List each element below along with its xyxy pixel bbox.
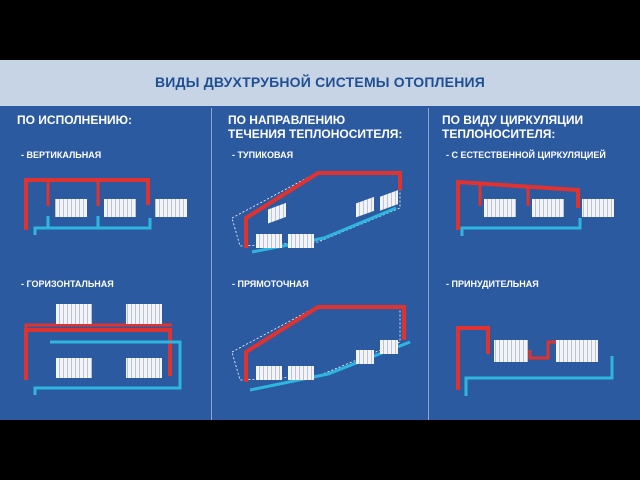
vertical-system-diagram [24,178,187,235]
diagrams-canvas [24,171,614,396]
supply-branch [24,323,172,330]
horizontal-system-diagram [24,304,182,395]
label-once-through: - ПРЯМОТОЧНАЯ [232,279,309,289]
return-pipe [464,356,614,396]
dead-end-system-diagram [231,171,402,254]
radiator [356,196,374,218]
label-forced: - ПРИНУДИТЕЛЬНАЯ [446,279,539,289]
label-dead-end: - ТУПИКОВАЯ [232,150,294,160]
column-divider-2 [428,108,429,420]
radiator [126,304,162,324]
radiator [380,190,398,211]
radiator [126,358,162,378]
radiator [582,199,614,217]
radiator [356,350,374,364]
label-vertical: - ВЕРТИКАЛЬНАЯ [21,150,102,160]
heading-circulation: ПО ВИДУ ЦИРКУЛЯЦИИ ТЕПЛОНОСИТЕЛЯ: [442,113,583,141]
radiator [494,340,528,362]
radiator [155,199,187,217]
radiator [556,340,598,362]
supply-pipe [24,328,172,380]
heading-line: ПО ВИДУ ЦИРКУЛЯЦИИ [442,113,584,127]
return-pipe [33,218,152,235]
label-natural: - С ЕСТЕСТВЕННОЙ ЦИРКУЛЯЦИЕЙ [446,150,606,160]
heading-line: ПО НАПРАВЛЕНИЮ [228,113,346,127]
radiator [56,304,92,324]
title-band: ВИДЫ ДВУХТРУБНОЙ СИСТЕМЫ ОТОПЛЕНИЯ [0,60,640,106]
label-horizontal: - ГОРИЗОНТАЛЬНАЯ [21,279,114,289]
supply-link [528,340,556,360]
radiator [256,366,282,380]
return-pipe [460,218,582,236]
supply-pipe [456,179,580,230]
radiator [256,234,282,248]
forced-circulation-diagram [456,326,614,396]
radiator [56,358,92,378]
letterbox-bottom [0,420,640,480]
supply-pipe [244,171,402,248]
radiator [55,199,87,217]
heading-line: ТЕЧЕНИЯ ТЕПЛОНОСИТЕЛЯ: [228,127,403,141]
natural-circulation-diagram [456,179,614,236]
radiator [268,202,286,224]
once-through-system-diagram [231,305,411,392]
supply-pipe [24,178,150,230]
column-divider-1 [211,108,212,420]
heading-line: ТЕПЛОНОСИТЕЛЯ: [442,127,556,141]
radiator [288,234,314,248]
page-title: ВИДЫ ДВУХТРУБНОЙ СИСТЕМЫ ОТОПЛЕНИЯ [154,74,486,90]
letterbox-top [0,0,640,60]
radiator [484,199,516,217]
heading-flow-direction: ПО НАПРАВЛЕНИЮ ТЕЧЕНИЯ ТЕПЛОНОСИТЕЛЯ: [228,113,402,141]
heading-execution: ПО ИСПОЛНЕНИЮ: [17,113,132,127]
supply-pipe [456,326,490,390]
radiator [380,340,398,354]
radiator [532,199,564,217]
radiator [288,366,314,380]
supply-pipe [244,305,406,382]
heading-line: ПО ИСПОЛНЕНИЮ: [17,113,132,127]
radiator [104,199,136,217]
infographic: ВИДЫ ДВУХТРУБНОЙ СИСТЕМЫ ОТОПЛЕНИЯ ПО ИС… [0,60,640,420]
